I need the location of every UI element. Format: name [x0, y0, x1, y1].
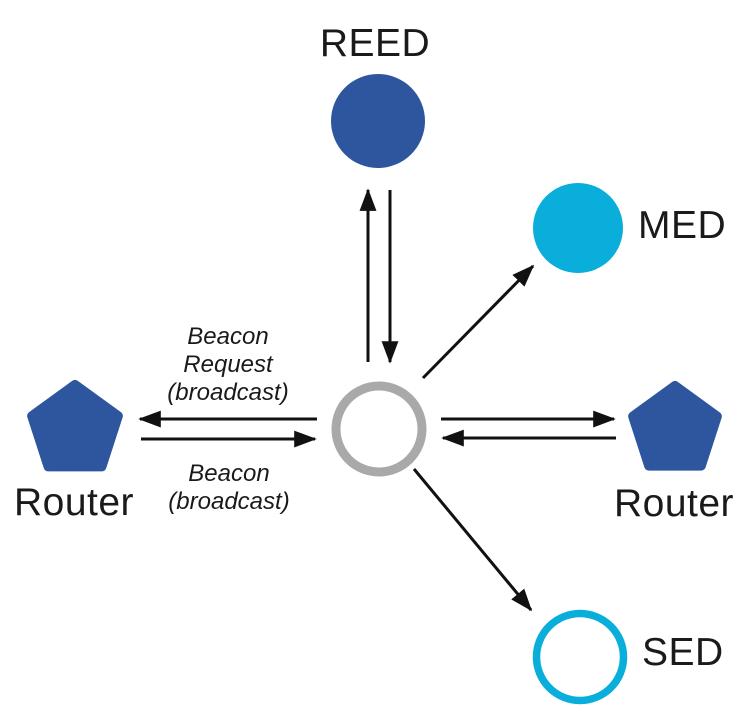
beacon-label-line1: Beacon [188, 460, 269, 487]
beacon-request-label-line3: (broadcast) [167, 379, 288, 406]
router-right-node [628, 381, 722, 471]
joiner-node [331, 381, 427, 477]
med-label: MED [638, 204, 726, 247]
router-right-label: Router [614, 482, 734, 525]
med-node [533, 183, 623, 273]
beacon-request-label-line1: Beacon [187, 323, 268, 350]
sed-node [532, 609, 628, 705]
reed-node [331, 74, 425, 168]
router-left-label: Router [14, 481, 134, 524]
arrow-joiner-to-med [421, 264, 535, 380]
beacon-label-line2: (broadcast) [168, 488, 289, 515]
router-left-node [27, 380, 123, 472]
beacon-request-label-line2: Request [183, 351, 274, 378]
sed-label: SED [642, 631, 724, 674]
reed-label: REED [320, 22, 430, 65]
arrow-joiner-to-sed [412, 468, 533, 612]
